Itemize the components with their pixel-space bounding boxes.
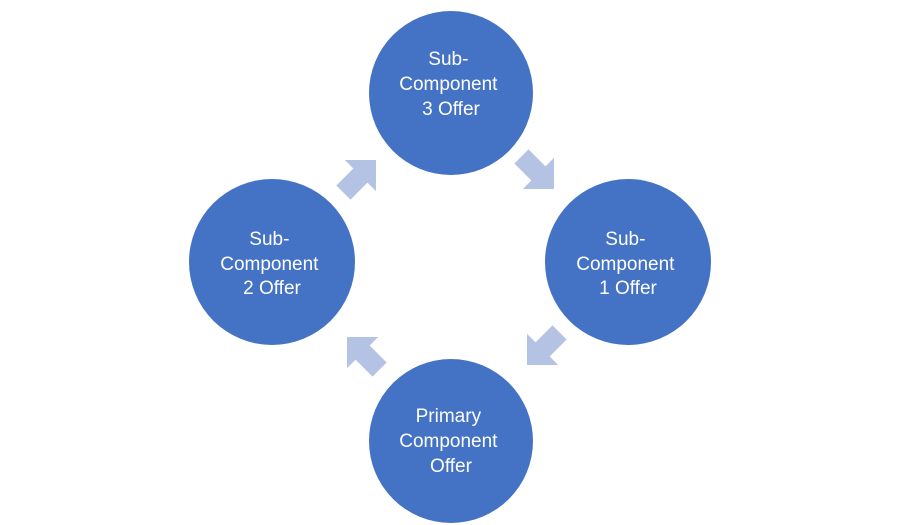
node-label-line: Component [576,254,675,275]
arrow-primary-to-sub2 [347,337,387,377]
node-label-line: Primary [416,406,482,427]
node-label-line: Sub- [605,229,645,250]
node-label-line: Offer [430,456,473,477]
node-label-line: Sub- [428,49,468,70]
node-label-line: Sub- [249,229,289,250]
node-label-sub2: Sub- Component 2 Offer [220,229,324,299]
node-primary-component: Primary Component Offer [369,359,533,523]
arrow-sub3-to-sub1 [514,149,554,189]
node-label-line: Component [220,254,319,275]
node-label-line: 1 Offer [599,278,657,299]
node-circle-sub2 [189,179,355,345]
arrow-sub1-to-primary [527,325,567,365]
node-label-sub1: Sub- Component 1 Offer [576,229,680,299]
node-circle-primary [369,359,533,523]
node-label-line: 2 Offer [243,278,301,299]
node-sub-component-3: Sub- Component 3 Offer [369,11,533,175]
arrow-sub2-to-sub3 [336,160,376,200]
node-sub-component-1: Sub- Component 1 Offer [545,179,711,345]
node-circle-sub3 [369,11,533,175]
node-sub-component-2: Sub- Component 2 Offer [189,179,355,345]
node-label-primary: Primary Component Offer [399,406,503,477]
node-label-line: 3 Offer [422,99,480,120]
node-label-line: Component [399,74,498,95]
node-circle-sub1 [545,179,711,345]
node-label-line: Component [399,431,498,452]
node-label-sub3: Sub- Component 3 Offer [399,49,503,120]
arrow-layer [336,149,567,377]
